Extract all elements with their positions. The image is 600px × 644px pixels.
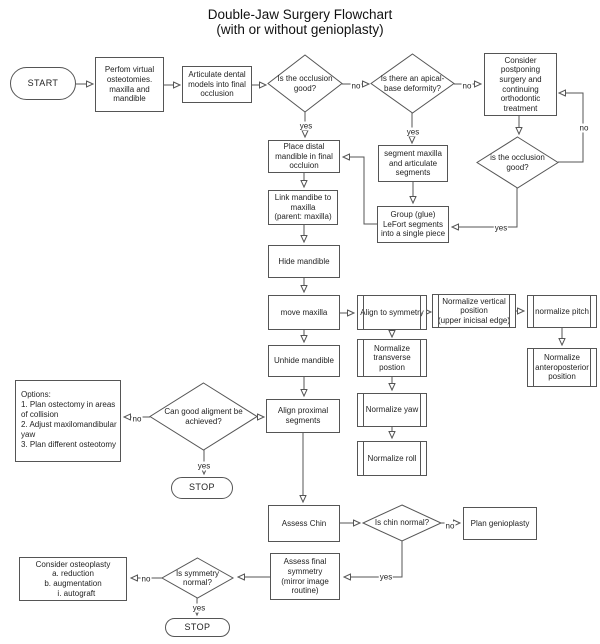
edge-label-yes: yes [493,223,509,233]
node-normalize-anteroposterior-position: Normalize anteroposterior position [527,348,597,387]
page-title: Double-Jaw Surgery Flowchart(with or wit… [0,7,600,37]
node-consider-osteoplasty: Consider osteoplasty a. reduction b. aug… [19,557,127,601]
edge-label-no: no [350,81,362,91]
diamond-outline [267,54,343,113]
node-articulate-dental-models: Articulate dental models into final occl… [182,66,252,103]
node-options: Options: 1. Plan ostectomy in areas of c… [15,380,121,462]
decision-can-good-alignment-be-achieved: Can good aligment be achieved? [149,382,258,451]
page-title-line1: Double-Jaw Surgery Flowchart [207,7,393,22]
decision-apical-base-deformity-label: Is there an apical- base deformity? [380,74,445,93]
node-normalize-vertical-position: Normalize vertical position (upper inici… [432,294,516,328]
edge-occlusion2-yes-group [452,188,518,227]
decision-apical-base-deformity: Is there an apical- base deformity? [370,53,455,114]
node-normalize-yaw: Normalize yaw [357,393,427,427]
decision-is-chin-normal-label: Is chin normal? [374,518,430,528]
node-normalize-roll: Normalize roll [357,441,427,476]
edge-group-to-place [343,157,377,225]
node-unhide-mandible: Unhide mandible [268,345,340,377]
diamond-outline [160,557,235,599]
node-stop-2: STOP [165,618,230,637]
decision-is-occlusion-good-1: Is the occlusion good? [267,54,343,113]
node-group-lefort-segments: Group (glue) LeFort segments into a sing… [377,206,449,243]
node-place-distal-mandible: Place distal mandible in final occluion [268,140,340,173]
node-align-to-symmetry: Align to symmetry [357,295,427,330]
node-start: START [10,67,76,100]
node-assess-chin: Assess Chin [268,505,340,542]
edge-label-no: no [140,574,152,584]
diamond-outline [361,504,443,542]
decision-is-chin-normal: Is chin normal? [361,504,443,542]
diamond-outline [476,136,559,189]
decision-can-good-alignment-label: Can good aligment be achieved? [164,407,243,426]
decision-is-symmetry-normal-label: Is symmetry normal? [175,568,220,587]
node-move-maxilla: move maxilla [268,295,340,330]
edge-label-yes: yes [405,127,421,137]
node-normalize-transverse-position: Normalize transverse postion [357,339,427,377]
decision-is-occlusion-good-1-label: Is the occlusion good? [277,74,333,93]
edge-label-yes: yes [196,461,212,471]
diamond-outline [370,53,455,114]
edge-label-no: no [444,521,456,531]
node-normalize-pitch: normalize pitch [527,295,597,328]
diamond-outline [149,382,258,451]
edge-chinnormal-yes-assessfinal [344,541,403,577]
node-align-proximal-segments: Align proximal segments [266,399,340,433]
node-link-mandible-to-maxilla: Link mandibe to maxilla (parent: maxilla… [268,190,338,225]
node-assess-final-symmetry: Assess final symmetry (mirror image rout… [270,553,340,600]
node-perform-virtual-osteotomies: Perfom virtual osteotomies. maxilla and … [95,57,164,112]
edge-label-yes: yes [378,572,394,582]
node-plan-genioplasty: Plan genioplasty [463,507,537,540]
edge-label-no: no [461,81,473,91]
edge-label-yes: yes [298,121,314,131]
node-consider-postponing-surgery: Consider postponing surgery and continui… [484,53,557,116]
decision-is-symmetry-normal: Is symmetry normal? [160,557,235,599]
decision-is-occlusion-good-2-label: is the occlusion good? [490,153,545,172]
edge-label-yes: yes [191,603,207,613]
decision-is-occlusion-good-2: is the occlusion good? [476,136,559,189]
page-title-line2: (with or without genioplasty) [216,22,384,37]
node-hide-mandible: Hide mandible [268,245,340,278]
node-segment-maxilla: segment maxilla and articulate segments [378,145,448,182]
edge-label-no: no [131,414,143,424]
edge-label-no: no [578,123,590,133]
node-stop-1: STOP [171,477,233,499]
